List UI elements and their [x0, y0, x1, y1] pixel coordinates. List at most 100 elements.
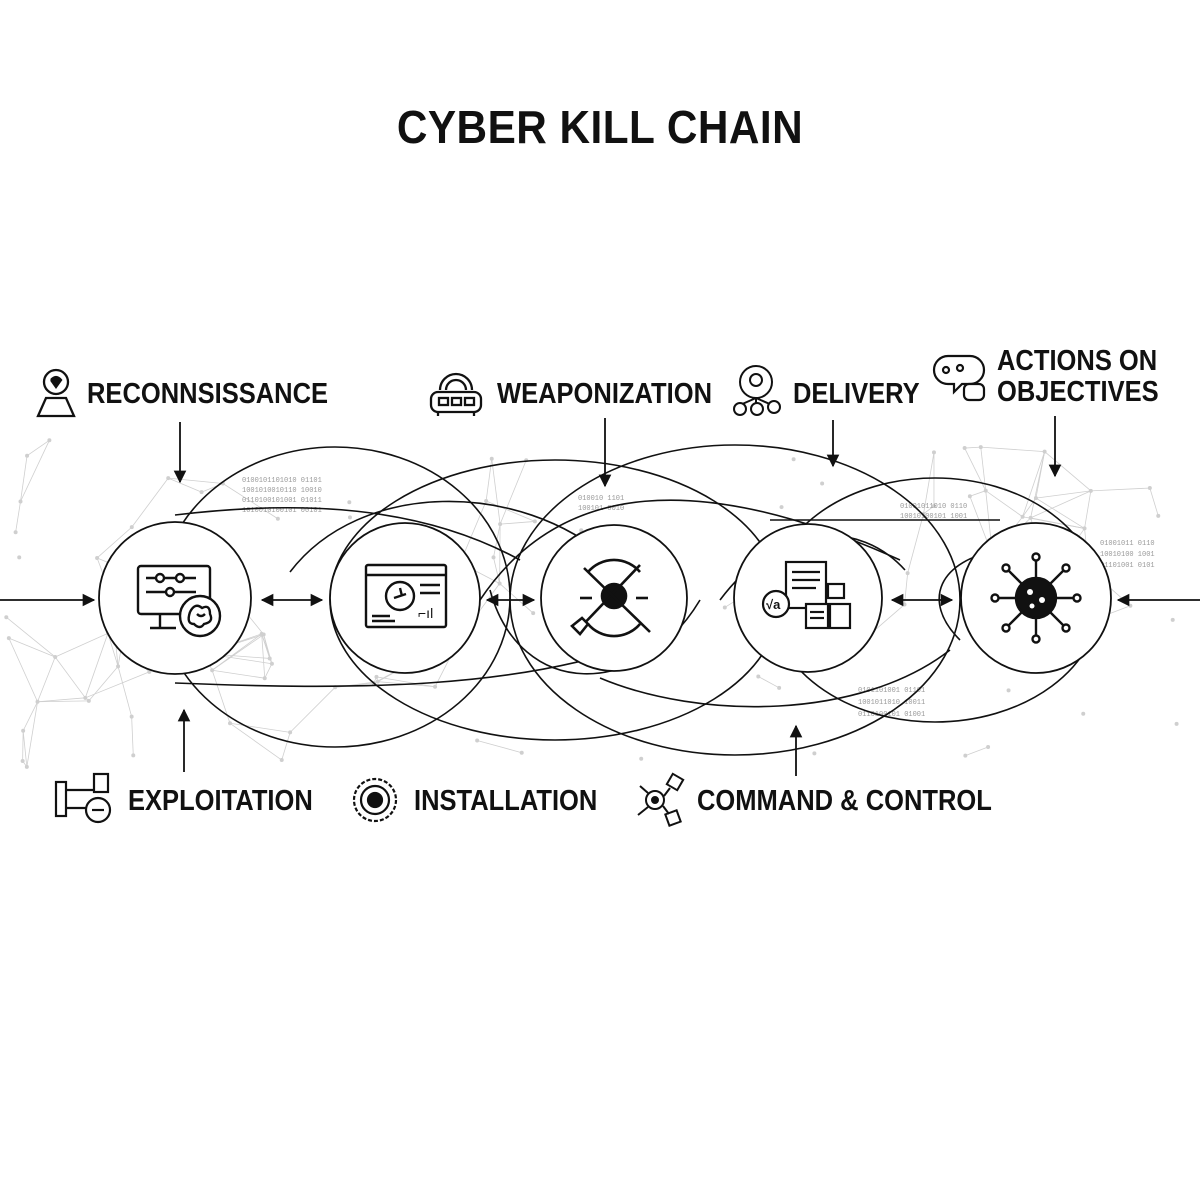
network-node [21, 728, 26, 733]
svg-text:01101001 0101: 01101001 0101 [1100, 562, 1155, 570]
svg-text:0110100101001 01011: 0110100101001 01011 [242, 497, 322, 505]
network-link [907, 513, 924, 574]
network-node [962, 446, 967, 451]
network-link [376, 676, 436, 688]
network-link [499, 583, 534, 614]
network-link [212, 669, 265, 679]
network-node [1147, 486, 1152, 491]
network-node [519, 750, 524, 755]
network-link [37, 700, 89, 703]
stage-label-actions-on-objectives: ACTIONS ON OBJECTIVES [997, 345, 1159, 408]
network-link [37, 656, 56, 702]
network-link [1030, 451, 1046, 518]
network-node [489, 456, 494, 461]
stage-label-exploitation: EXPLOITATION [128, 785, 313, 817]
stage-label-command-and-control: COMMAND & CONTROL [697, 785, 992, 817]
connector-arrows [0, 416, 1200, 776]
network-node [779, 505, 784, 510]
network-node [279, 758, 284, 763]
virus-gear-icon [352, 777, 398, 823]
network-link [117, 666, 133, 717]
hardware-key-icon [54, 772, 112, 824]
network-link [1149, 487, 1159, 516]
svg-text:1010010100101 00101: 1010010100101 00101 [242, 507, 322, 515]
svg-text:0101101001 01101: 0101101001 01101 [858, 687, 925, 695]
stage-label-reconnaissance: RECONNSISSANCE [87, 378, 329, 410]
network-node [24, 764, 29, 769]
network-node [347, 515, 352, 520]
monitor-brain-icon [136, 564, 222, 638]
stage-label-installation: INSTALLATION [414, 785, 598, 817]
network-link [88, 666, 119, 702]
network-link [1035, 497, 1085, 529]
network-link [37, 697, 86, 703]
network-node [791, 457, 796, 462]
network-node [1174, 721, 1179, 726]
network-link [168, 477, 202, 493]
network-link [1030, 490, 1091, 519]
network-node [131, 753, 136, 758]
network-node [374, 674, 379, 679]
network-link [261, 633, 266, 679]
network-link [26, 701, 38, 767]
network-link [131, 716, 134, 756]
network-node [17, 555, 22, 560]
network-link [965, 746, 989, 756]
network-link [6, 616, 56, 658]
network-node [905, 571, 910, 576]
network-node [1020, 514, 1025, 519]
network-link [15, 501, 21, 533]
svg-text:√a: √a [766, 597, 781, 612]
network-link [229, 722, 282, 761]
network-node [497, 581, 502, 586]
network-node [267, 656, 272, 661]
network-link [20, 440, 50, 502]
network-node [820, 481, 825, 486]
network-link [96, 526, 133, 559]
network-link [923, 452, 935, 514]
network-node [812, 751, 817, 756]
network-node [1082, 526, 1087, 531]
network-node [25, 453, 30, 458]
svg-text:0110100101 01001: 0110100101 01001 [858, 711, 925, 719]
network-node [95, 555, 100, 560]
network-node [1128, 603, 1133, 608]
stage-label-delivery: DELIVERY [793, 378, 920, 410]
network-link [168, 477, 223, 484]
network-node [269, 661, 274, 666]
network-node [20, 759, 25, 764]
network-link [1084, 490, 1092, 529]
network-link [923, 505, 935, 515]
svg-text:1001010010110 10010: 1001010010110 10010 [242, 487, 322, 495]
network-link [493, 557, 501, 584]
network-link [289, 687, 336, 733]
network-link [107, 633, 119, 667]
network-link [54, 656, 86, 699]
control-nodes-icon [637, 772, 685, 827]
network-node [35, 699, 40, 704]
svg-text:010010 1101: 010010 1101 [578, 495, 624, 503]
network-node [967, 494, 972, 499]
network-link [211, 633, 262, 671]
network-link [477, 740, 522, 754]
network-node [1028, 515, 1033, 520]
network-node [491, 555, 496, 560]
network-link [980, 446, 1045, 453]
network-node [756, 674, 761, 679]
network-node [986, 744, 991, 749]
network-node [262, 676, 267, 681]
network-link [281, 732, 291, 761]
svg-text:0100101101010 01101: 0100101101010 01101 [242, 477, 322, 485]
svg-text:01001011010 0110: 01001011010 0110 [900, 503, 967, 511]
network-link [22, 730, 24, 762]
svg-text:1001011010 10011: 1001011010 10011 [858, 699, 925, 707]
network-node [86, 698, 91, 703]
virus-icon [990, 552, 1082, 644]
svg-text:01001011 0110: 01001011 0110 [1100, 540, 1155, 548]
node-circle-2 [329, 522, 481, 674]
network-node [18, 499, 23, 504]
network-link [264, 663, 273, 679]
network-node [963, 753, 968, 758]
network-node [1170, 617, 1175, 622]
